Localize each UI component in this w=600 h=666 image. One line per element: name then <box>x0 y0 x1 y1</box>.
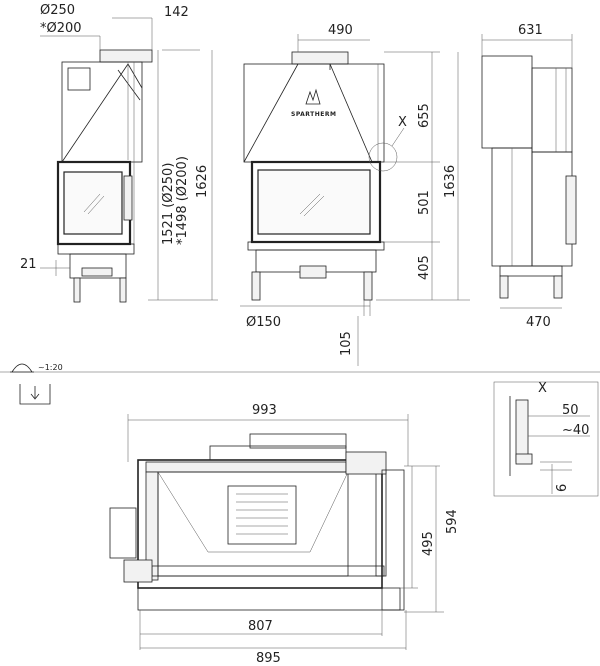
leg-height-label: 21 <box>20 257 37 272</box>
hood-hatch <box>67 67 91 91</box>
height-total-left-label: 1626 <box>195 165 210 198</box>
height-upper-label: 655 <box>417 103 432 128</box>
flue-pipe-edge <box>117 69 141 101</box>
foot-right-center <box>363 271 373 301</box>
plan-diagonal <box>309 471 349 553</box>
glass-reflection <box>83 193 101 213</box>
front-left-view: Ø250 *Ø200 142 21 1521 (Ø250) *1498 (Ø20… <box>20 3 218 303</box>
plan-view: 993 495 59 <box>109 403 460 666</box>
hood-side <box>481 55 533 149</box>
detail-x-marker: X <box>398 115 407 130</box>
detail-x-leader <box>391 127 405 147</box>
detail-x-dim-b: ~40 <box>562 423 589 438</box>
plan-side-glass <box>375 469 387 577</box>
foot-left <box>73 277 81 303</box>
detail-x-view: X 50 ~40 6 <box>493 381 599 497</box>
detail-x-title: X <box>538 381 547 396</box>
glass-reflection <box>87 195 105 215</box>
side-view: 631 470 <box>481 23 577 330</box>
height-total-center-label: 1636 <box>443 165 458 198</box>
detail-x-dim-c: 6 <box>555 484 570 492</box>
logo-flame-icon <box>305 88 321 105</box>
flue-collar <box>99 49 153 63</box>
scale-label: ~1:20 <box>38 363 63 372</box>
section-box-icon <box>19 384 51 405</box>
plan-depth-inner-label: 495 <box>421 531 436 556</box>
firebox-glass-center <box>257 169 371 235</box>
brand-name: SPARTHERM <box>291 111 336 118</box>
plan-flue-top <box>249 433 347 449</box>
detail-x-profile <box>515 399 529 463</box>
plan-corner-hinge <box>123 559 153 583</box>
firebox-side-bracket <box>123 175 133 221</box>
plan-width-outer-label: 895 <box>256 651 281 666</box>
plan-front-glass <box>151 565 385 577</box>
flue-pipe-edge <box>127 63 143 89</box>
plan-width-total-label: 993 <box>252 403 277 418</box>
firebox-base-center <box>247 241 385 251</box>
firebox-glass <box>63 171 123 235</box>
depth-total-label: 631 <box>518 23 543 38</box>
hood-strut-right <box>329 63 373 163</box>
air-inlet-diameter-label: Ø150 <box>246 315 281 330</box>
side-foot-front <box>499 275 509 299</box>
flue-offset-label: 142 <box>164 5 189 20</box>
brand-logo: SPARTHERM <box>291 88 336 118</box>
side-foot-back <box>553 275 563 299</box>
detail-x-dim-a: 50 <box>562 403 579 418</box>
plan-back-wall <box>145 461 347 473</box>
plan-width-inner-label: 807 <box>248 619 273 634</box>
side-bracket <box>565 175 577 245</box>
plan-right-plate <box>381 469 405 611</box>
depth-base-label: 470 <box>526 315 551 330</box>
air-inlet-offset-label: 105 <box>339 331 354 356</box>
foot-left-center <box>251 271 261 301</box>
detail-x-frame <box>493 381 599 497</box>
plan-outer-casing <box>137 459 383 589</box>
height-glass-label: 501 <box>417 190 432 215</box>
plan-bottom-plate <box>137 587 401 611</box>
front-center-view: SPARTHERM 490 X 655 1636 501 405 Ø150 10… <box>240 23 470 366</box>
plan-grate <box>227 485 297 545</box>
plan-diagonal <box>157 471 209 553</box>
hood-body <box>61 61 143 163</box>
foot-right <box>119 277 127 303</box>
side-base <box>499 265 563 277</box>
flue-diameter-label: Ø250 <box>40 3 75 18</box>
plan-corner-hinge-top <box>345 451 387 475</box>
height-base-label: 405 <box>417 255 432 280</box>
air-inlet <box>299 265 327 279</box>
glass-reflection <box>299 193 321 215</box>
scale-symbol: ~1:20 <box>10 363 63 405</box>
hood-strut <box>61 63 129 163</box>
plan-firebox <box>157 471 349 577</box>
firebox-base <box>57 243 135 255</box>
hood-strut-left <box>243 63 299 163</box>
flue-height-label: 1521 (Ø250) <box>161 163 176 245</box>
base-bar <box>81 267 113 277</box>
flue-height-alt-label: *1498 (Ø200) <box>175 156 190 245</box>
scale-arc-icon <box>11 363 33 373</box>
flue-diameter-alt-label: *Ø200 <box>40 21 82 36</box>
detail-x-foot <box>515 453 533 465</box>
section-arrow-head-icon <box>30 393 40 400</box>
width-top-label: 490 <box>328 23 353 38</box>
glass-reflection <box>303 195 325 217</box>
detail-x-circle <box>368 142 398 172</box>
plan-depth-total-label: 594 <box>445 509 460 534</box>
flue-collar-center <box>291 51 349 65</box>
plan-side-plate <box>109 507 137 559</box>
